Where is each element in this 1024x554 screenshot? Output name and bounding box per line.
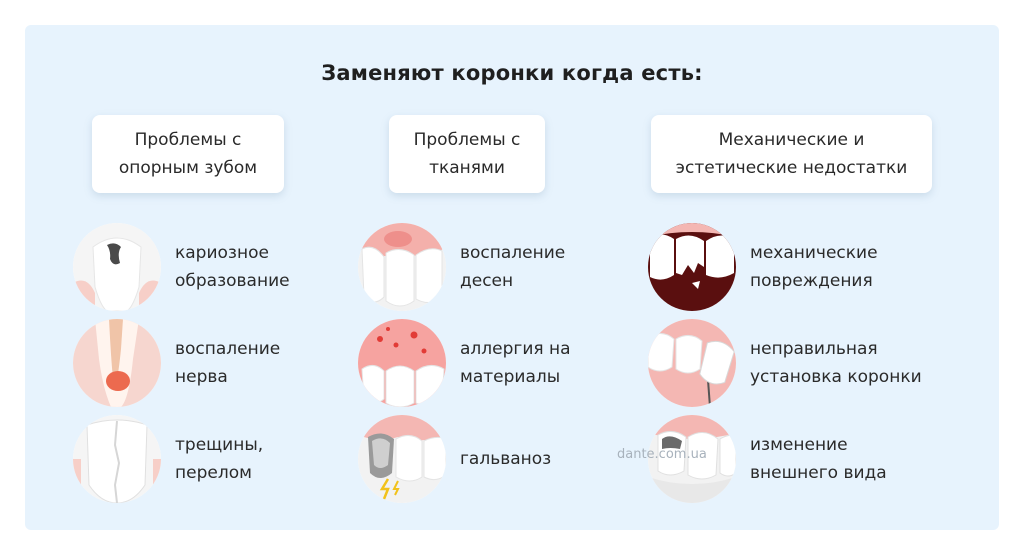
item-label: изменение внешнего вида <box>750 435 887 483</box>
inflamed-nerve-tooth-icon <box>73 319 161 407</box>
gum-inflammation-icon <box>358 223 446 311</box>
list-item: воспаление нерва <box>73 319 280 407</box>
header-tissue-problems: Проблемы с тканями <box>389 115 545 193</box>
list-item: кариозное образование <box>73 223 290 311</box>
list-item: воспаление десен <box>358 223 565 311</box>
discolored-crown-icon <box>648 415 736 503</box>
page-title: Заменяют коронки когда есть: <box>321 61 703 85</box>
header-mechanical-aesthetic-defects: Механические и эстетические недостатки <box>651 115 932 193</box>
list-item: изменение внешнего вида <box>648 415 887 503</box>
item-label: гальваноз <box>460 449 552 469</box>
item-label: воспаление нерва <box>175 339 281 387</box>
item-label: неправильная установка коронки <box>750 339 922 387</box>
item-label: трещины, перелом <box>175 435 264 483</box>
item-label: воспаление десен <box>460 243 566 291</box>
list-item: гальваноз <box>358 415 551 503</box>
infographic-panel: Заменяют коронки когда есть: Проблемы с … <box>25 25 999 530</box>
item-label: аллергия на материалы <box>460 339 571 387</box>
broken-crown-icon <box>648 223 736 311</box>
list-item: трещины, перелом <box>73 415 263 503</box>
list-item: неправильная установка коронки <box>648 319 922 407</box>
list-item: механические повреждения <box>648 223 878 311</box>
misaligned-crown-icon <box>648 319 736 407</box>
item-label: кариозное образование <box>175 243 290 291</box>
galvanosis-icon <box>358 415 446 503</box>
watermark: dante.com.ua <box>617 447 707 462</box>
item-label: механические повреждения <box>750 243 878 291</box>
allergy-icon <box>358 319 446 407</box>
list-item: аллергия на материалы <box>358 319 571 407</box>
caries-tooth-icon <box>73 223 161 311</box>
header-abutment-tooth-problems: Проблемы с опорным зубом <box>92 115 284 193</box>
cracked-tooth-icon <box>73 415 161 503</box>
